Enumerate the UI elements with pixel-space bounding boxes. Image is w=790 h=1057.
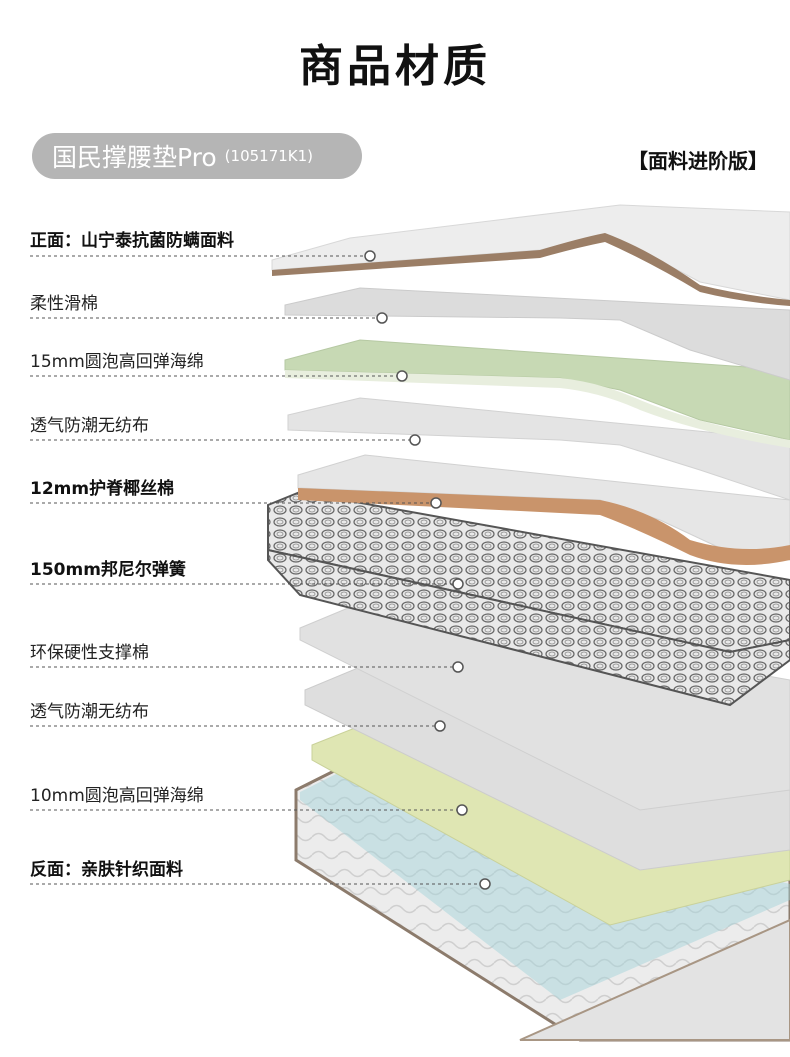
edition-badge: 【面料进阶版】 <box>628 149 768 173</box>
layer-label-top-fabric: 正面：山宁泰抗菌防螨面料 <box>30 231 234 251</box>
layer-label-10mm-foam: 10mm圆泡高回弹海绵 <box>30 786 204 806</box>
layer-label-spring: 150mm邦尼尔弹簧 <box>30 560 186 580</box>
layer-15mm-foam <box>284 339 790 448</box>
layer-label-15mm-foam: 15mm圆泡高回弹海绵 <box>30 352 204 372</box>
layer-label-slide-cotton: 柔性滑棉 <box>30 294 98 314</box>
leader-dots <box>364 250 491 890</box>
product-code: (105171K1) <box>224 147 314 165</box>
layer-top-fabric <box>271 204 790 306</box>
layer-label-support-cotton: 环保硬性支撑棉 <box>30 643 149 663</box>
layer-label-coconut: 12mm护脊椰丝棉 <box>30 479 175 499</box>
layer-label-nonwoven-lower: 透气防潮无纺布 <box>30 702 149 722</box>
leader-lines <box>30 255 485 885</box>
product-name: 国民撑腰垫Pro <box>52 143 217 172</box>
layer-label-bottom-fabric: 反面：亲肤针织面料 <box>30 860 183 880</box>
layer-coconut <box>297 454 790 565</box>
page-title: 商品材质 <box>299 41 491 92</box>
layer-label-nonwoven-upper: 透气防潮无纺布 <box>30 416 149 436</box>
product-name-pill: 国民撑腰垫Pro (105171K1) <box>32 133 362 179</box>
layer-nonwoven-upper <box>287 397 790 501</box>
